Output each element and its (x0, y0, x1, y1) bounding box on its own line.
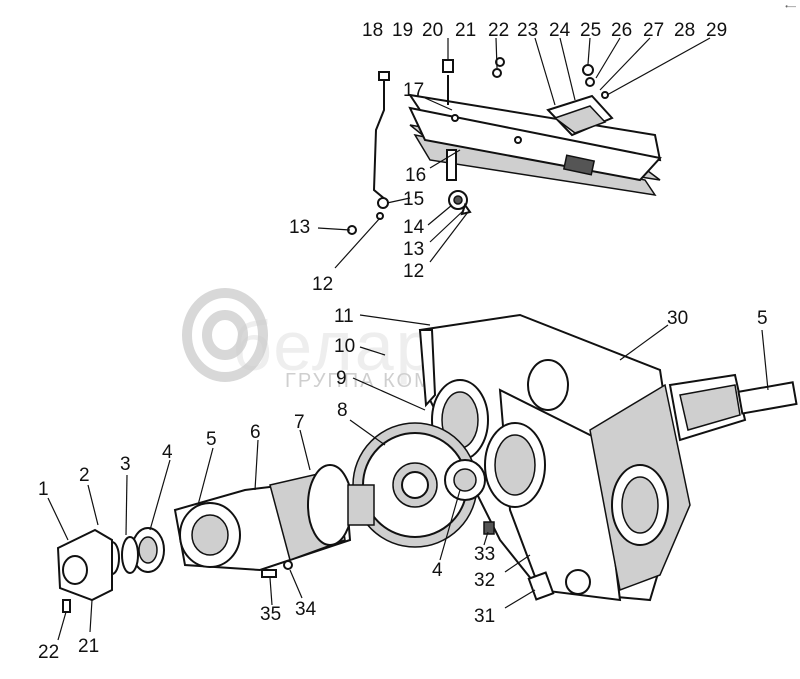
label-17: 17 (403, 80, 424, 101)
label-34: 34 (295, 599, 317, 620)
label-25: 25 (580, 20, 601, 41)
label-2: 2 (79, 465, 90, 486)
label-10: 10 (334, 336, 355, 357)
label-13-left: 13 (289, 217, 310, 238)
top-cover-assembly (347, 57, 662, 235)
label-33: 33 (474, 544, 495, 565)
label-4-left: 4 (162, 442, 173, 463)
label-20: 20 (422, 20, 443, 41)
label-21-bottom: 21 (78, 636, 99, 657)
label-14: 14 (403, 217, 425, 238)
label-3: 3 (120, 454, 131, 475)
label-35: 35 (260, 604, 281, 625)
label-15: 15 (403, 189, 424, 210)
label-26: 26 (611, 20, 632, 41)
gearbox-housing (418, 313, 691, 602)
label-12-cover: 12 (403, 261, 424, 282)
label-1: 1 (38, 479, 49, 500)
input-housing (56, 464, 375, 613)
callout-labels: 18 19 20 21 22 23 24 25 26 27 28 29 17 1… (38, 20, 768, 663)
label-7: 7 (294, 412, 305, 433)
corner-mark: •— (785, 2, 796, 11)
label-19: 19 (392, 20, 413, 41)
label-13-cover: 13 (403, 239, 424, 260)
label-5-left: 5 (206, 429, 217, 450)
label-5-right: 5 (757, 308, 768, 329)
leader-lines (47, 37, 769, 641)
label-32: 32 (474, 570, 495, 591)
label-24: 24 (549, 20, 571, 41)
label-23: 23 (517, 20, 538, 41)
label-6: 6 (250, 422, 261, 443)
large-gear (352, 422, 486, 548)
label-22-top: 22 (488, 20, 509, 41)
label-30: 30 (667, 308, 688, 329)
label-28: 28 (674, 20, 695, 41)
label-4-right: 4 (432, 560, 443, 581)
label-21: 21 (455, 20, 476, 41)
label-29: 29 (706, 20, 727, 41)
label-8: 8 (337, 400, 348, 421)
label-9: 9 (336, 368, 347, 389)
label-16: 16 (405, 165, 426, 186)
right-output-shaft (668, 373, 798, 442)
label-12-left: 12 (312, 274, 333, 295)
label-27: 27 (643, 20, 664, 41)
label-31: 31 (474, 606, 495, 627)
label-22-bottom: 22 (38, 642, 59, 663)
label-11: 11 (334, 306, 354, 327)
label-18: 18 (362, 20, 383, 41)
